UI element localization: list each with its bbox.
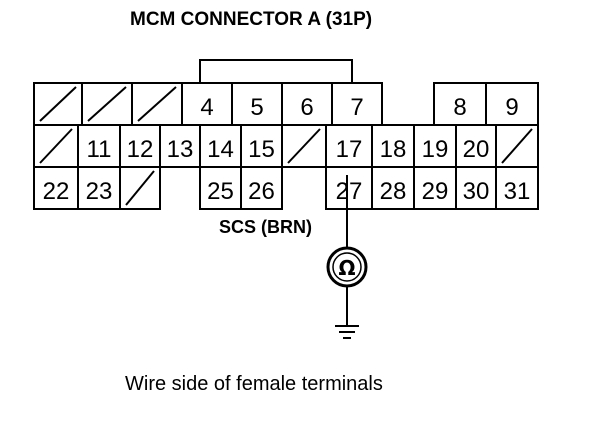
terminal-cavity bbox=[77, 124, 121, 168]
terminal-number-18: 18 bbox=[380, 136, 407, 163]
ohmmeter-icon: Ω bbox=[326, 246, 368, 288]
terminal-cavity bbox=[485, 82, 539, 126]
terminal-number-8: 8 bbox=[453, 94, 466, 121]
connector-lock-tab bbox=[199, 59, 353, 83]
terminal-number-29: 29 bbox=[422, 178, 449, 205]
terminal-number-17: 17 bbox=[336, 136, 363, 163]
terminal-number-5: 5 bbox=[250, 94, 263, 121]
unused-terminal-slash bbox=[87, 86, 127, 122]
connector-terminal-grid: 4 5 6 7 8 9 11 12 13 14 15 17 18 19 20 22 23 25 26 27 28 29 30… bbox=[33, 82, 539, 210]
terminal-number-11: 11 bbox=[87, 136, 112, 163]
terminal-number-20: 20 bbox=[463, 136, 490, 163]
terminal-cavity bbox=[240, 166, 283, 210]
ohm-symbol: Ω bbox=[338, 256, 355, 280]
terminal-number-25: 25 bbox=[207, 178, 234, 205]
terminal-number-9: 9 bbox=[505, 94, 518, 121]
terminal-cavity bbox=[413, 124, 457, 168]
terminal-number-19: 19 bbox=[422, 136, 449, 163]
terminal-cavity bbox=[77, 166, 121, 210]
terminal-number-31: 31 bbox=[504, 178, 531, 205]
terminal-cavity bbox=[199, 166, 242, 210]
terminal-cavity bbox=[413, 166, 457, 210]
terminal-number-27: 27 bbox=[336, 178, 363, 205]
ground-symbol-icon bbox=[335, 325, 359, 339]
terminal-cavity bbox=[159, 124, 201, 168]
terminal-number-14: 14 bbox=[207, 136, 234, 163]
terminal-cavity bbox=[119, 124, 161, 168]
terminal-cavity bbox=[331, 82, 383, 126]
terminal-number-6: 6 bbox=[300, 94, 313, 121]
unused-terminal-slash bbox=[39, 86, 77, 122]
unused-terminal-slash bbox=[287, 128, 321, 164]
diagram-title: MCM CONNECTOR A (31P) bbox=[130, 9, 372, 30]
terminal-cavity bbox=[371, 166, 415, 210]
terminal-number-12: 12 bbox=[127, 136, 154, 163]
terminal-number-23: 23 bbox=[86, 178, 113, 205]
terminal-number-30: 30 bbox=[463, 178, 490, 205]
terminal-number-13: 13 bbox=[167, 136, 194, 163]
terminal-number-22: 22 bbox=[43, 178, 70, 205]
terminal-number-26: 26 bbox=[248, 178, 275, 205]
unused-terminal-slash bbox=[501, 128, 533, 164]
wire-label: SCS (BRN) bbox=[219, 217, 312, 237]
unused-terminal-slash bbox=[125, 170, 155, 206]
terminal-number-7: 7 bbox=[350, 94, 363, 121]
terminal-cavity bbox=[433, 82, 487, 126]
terminal-number-15: 15 bbox=[248, 136, 275, 163]
terminal-number-4: 4 bbox=[200, 94, 213, 121]
terminal-cavity bbox=[495, 166, 539, 210]
diagram-caption: Wire side of female terminals bbox=[125, 373, 383, 395]
unused-terminal-slash bbox=[137, 86, 177, 122]
unused-terminal-slash bbox=[39, 128, 73, 164]
terminal-cavity bbox=[455, 166, 497, 210]
terminal-number-28: 28 bbox=[380, 178, 407, 205]
